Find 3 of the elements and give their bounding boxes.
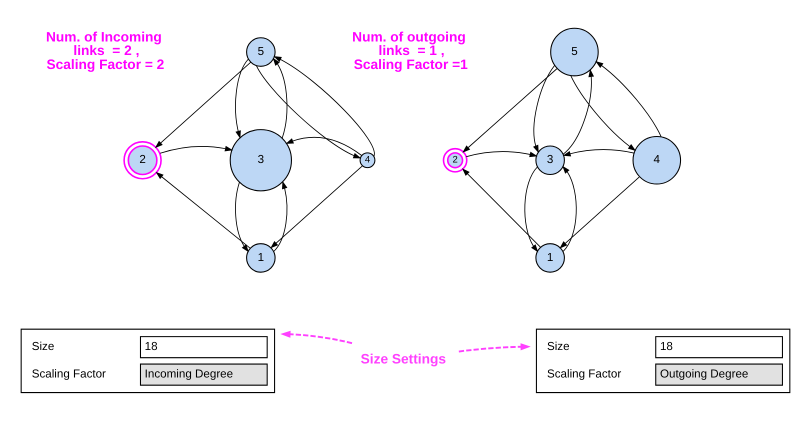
node-text: Size Settings (360, 351, 446, 366)
label: Num. of Incoming links = 2 , Scaling Factor = 2 (46, 29, 164, 72)
label: Num. of outgoing links = 1 , Scaling Factor =1 (352, 29, 468, 72)
